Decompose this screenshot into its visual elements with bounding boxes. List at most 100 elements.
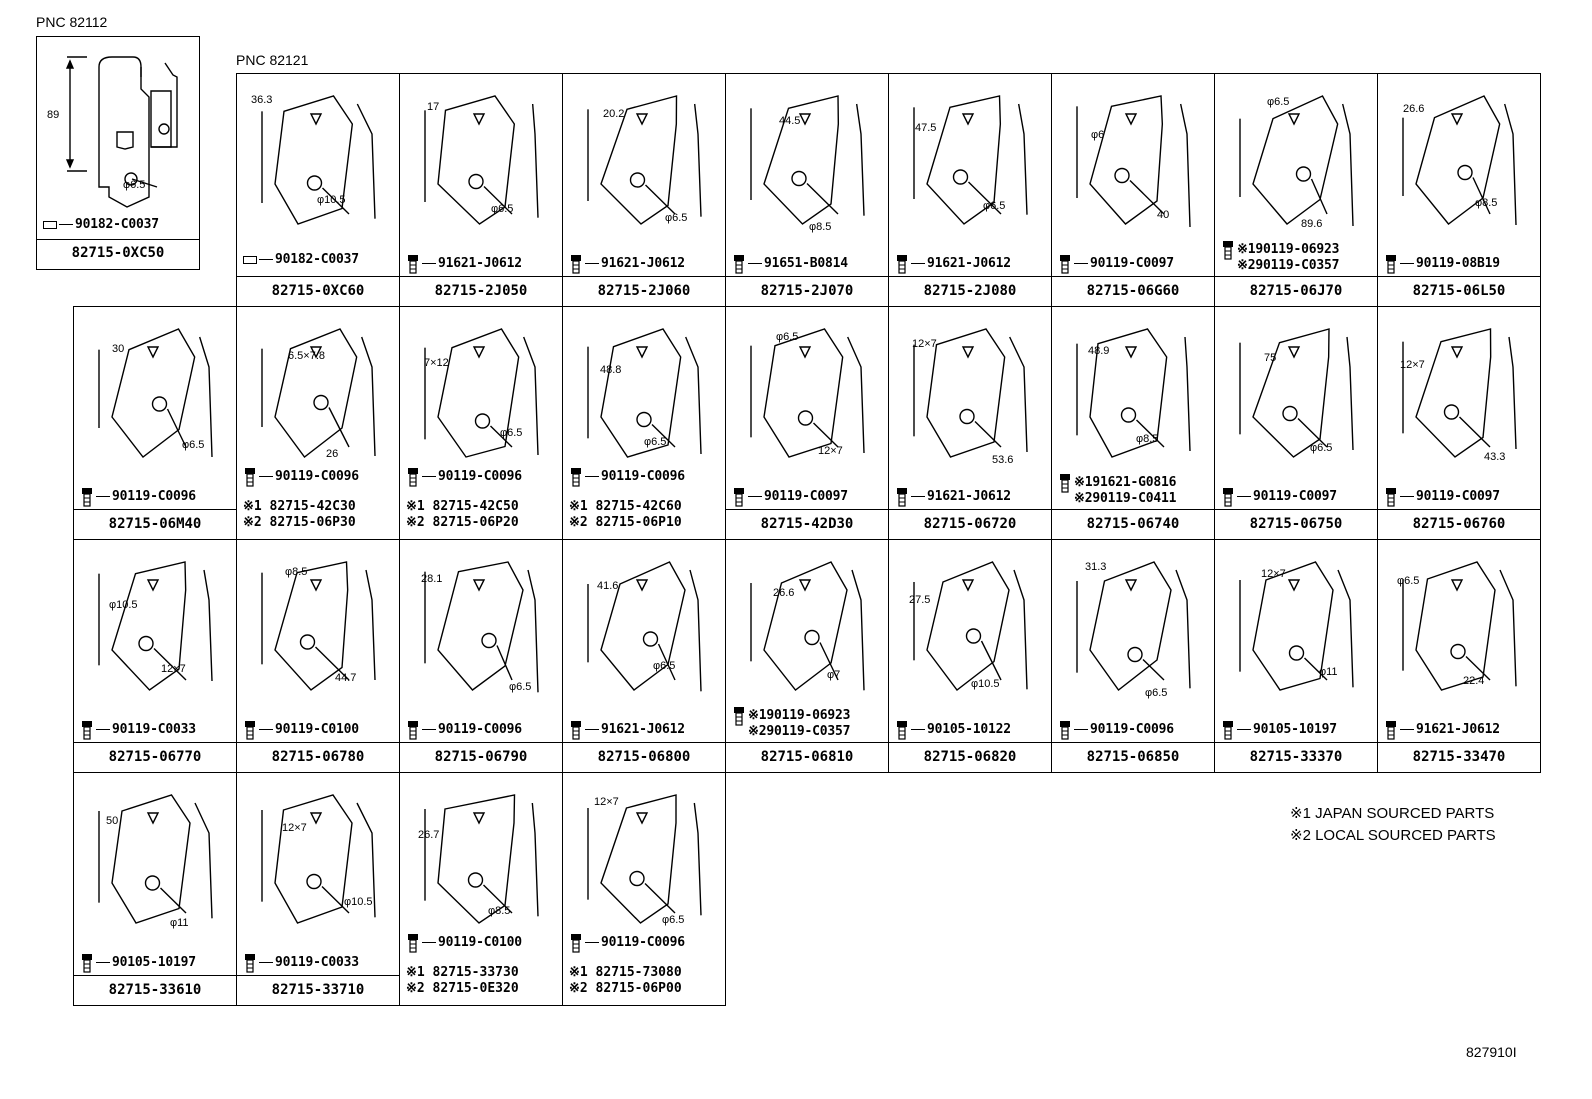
cell-divider [1378,742,1540,743]
hardware-ref: 91621-J0612 [569,252,685,274]
bolt-icon [1060,255,1070,274]
part-notes: ※1 82715-42C50※2 82715-06P20 [406,499,519,531]
part-number: 82715-06770 [108,749,202,765]
cell-divider [889,742,1051,743]
cell-divider [563,276,725,277]
dimension-label: 26.7 [418,829,440,841]
hardware-number: 90119-C0096 [275,468,359,484]
hardware-ref: 90182-C0037 [243,252,359,267]
cell-divider [889,276,1051,277]
bracket-drawing [65,56,178,208]
hardware-ref: ※290119-C0357 [1221,258,1339,273]
hardware-ref: 90119-C0097 [1058,252,1174,274]
part-number: 82715-42D30 [760,516,854,532]
hardware-ref: 91651-B0814 [732,252,848,274]
hardware-number: 90105-10197 [112,954,196,970]
hardware-ref: 90119-C0033 [243,951,359,973]
cell-divider [726,509,888,510]
bolt-icon [408,934,418,953]
bracket-drawing [98,561,213,691]
hardware-number: 90119-C0097 [764,488,848,504]
part-number: 82715-06800 [597,749,691,765]
dimension-label: 31.3 [1085,561,1107,573]
hardware-number: 90119-C0096 [438,721,522,737]
hardware-ref: 90119-C0096 [80,485,196,507]
cell-divider [237,742,399,743]
dimension-label: 30 [112,343,125,355]
hardware-number: ※290119-C0411 [1074,491,1177,506]
diagram-reference: 827910I [1466,1044,1517,1060]
hardware-ref: 90119-C0100 [243,718,359,740]
bolt-icon [1060,721,1070,740]
hardware-number: 91621-J0612 [1416,721,1500,737]
bolt-icon [734,488,744,507]
bolt-icon [1386,721,1396,740]
hardware-ref: 91621-J0612 [1384,718,1500,740]
cell-divider [1378,276,1540,277]
bracket-drawing [98,328,213,458]
dimension-label: 48.9 [1088,345,1110,357]
note-local: ※2 82715-06P00 [569,981,682,996]
hardware-ref: 90119-C0097 [732,485,848,507]
hardware-ref: 91621-J0612 [895,485,1011,507]
bolt-icon [897,255,907,274]
cell-divider [1052,276,1214,277]
dimension-label: 26.6 [1403,103,1425,115]
hardware-number: 90119-C0096 [112,488,196,504]
bracket-drawing [98,794,213,924]
pnc82112-drawing: 89 φ6.5 90182-C0037 [37,37,199,240]
dimension-label: 27.5 [909,594,931,606]
hardware-number: 90119-C0096 [1090,721,1174,737]
hardware-ref: 90119-C0096 [406,718,522,740]
hardware-number: ※290119-C0357 [748,724,851,739]
part-number: 82715-33470 [1412,749,1506,765]
dimension-label: φ6.5 [653,660,676,672]
hardware-ref: 90182-C0037 [43,217,159,232]
hardware-ref: 90119-C0097 [1221,485,1337,507]
cell-divider [1052,509,1214,510]
hardware-number: 91621-J0612 [601,255,685,271]
hardware-number: 90105-10122 [927,721,1011,737]
bolt-icon [82,721,92,740]
dimension-label: 12×7 [818,445,843,457]
hardware-number: 90119-08B19 [1416,255,1500,271]
dimension-label: 20.2 [603,108,625,120]
part-number: 82715-06780 [271,749,365,765]
hardware-number: 90119-C0033 [275,954,359,970]
part-number: 82715-06750 [1249,516,1343,532]
bracket-drawing [1239,95,1354,227]
bolt-icon [571,721,581,740]
bolt-icon [408,721,418,740]
part-number: 82715-33370 [1249,749,1343,765]
dimension-label: 75 [1264,352,1277,364]
dimension-label: 43.3 [1484,451,1506,463]
part-number: 82715-2J080 [923,283,1017,299]
part-number: 82715-2J060 [597,283,691,299]
cell-divider [400,742,562,743]
bolt-icon [897,488,907,507]
part-number: 82715-2J050 [434,283,528,299]
dimension-label: 7×12 [424,357,449,369]
dimension-label: φ6.5 [491,203,514,215]
bracket-drawing [913,561,1028,691]
dimension-label: 44.5 [779,115,801,127]
note-japan: ※1 82715-73080 [569,965,682,980]
